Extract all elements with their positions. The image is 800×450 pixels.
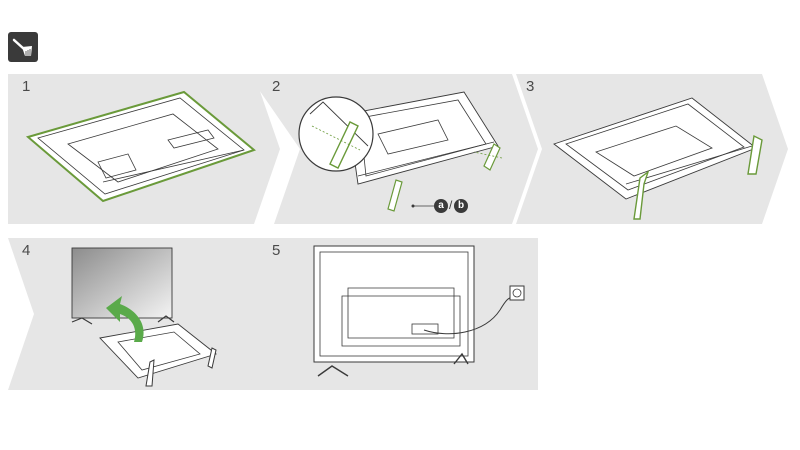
step-number: 3 — [526, 78, 535, 95]
step-2-panel: 2 a / b — [248, 74, 538, 224]
screw-label-b: b — [454, 199, 468, 213]
step-1-panel: 1 — [8, 74, 280, 224]
cleaning-brush-icon — [8, 32, 38, 62]
step-number: 5 — [272, 242, 281, 259]
step-number: 2 — [272, 78, 281, 95]
step-5-panel: 5 — [248, 238, 538, 390]
step-4-panel: 4 — [8, 238, 280, 390]
step-number: 1 — [22, 78, 31, 95]
screw-label-a: a — [434, 199, 448, 213]
step-number: 4 — [22, 242, 31, 259]
screw-label-separator: / — [449, 198, 453, 212]
step-3-panel: 3 — [516, 74, 788, 224]
